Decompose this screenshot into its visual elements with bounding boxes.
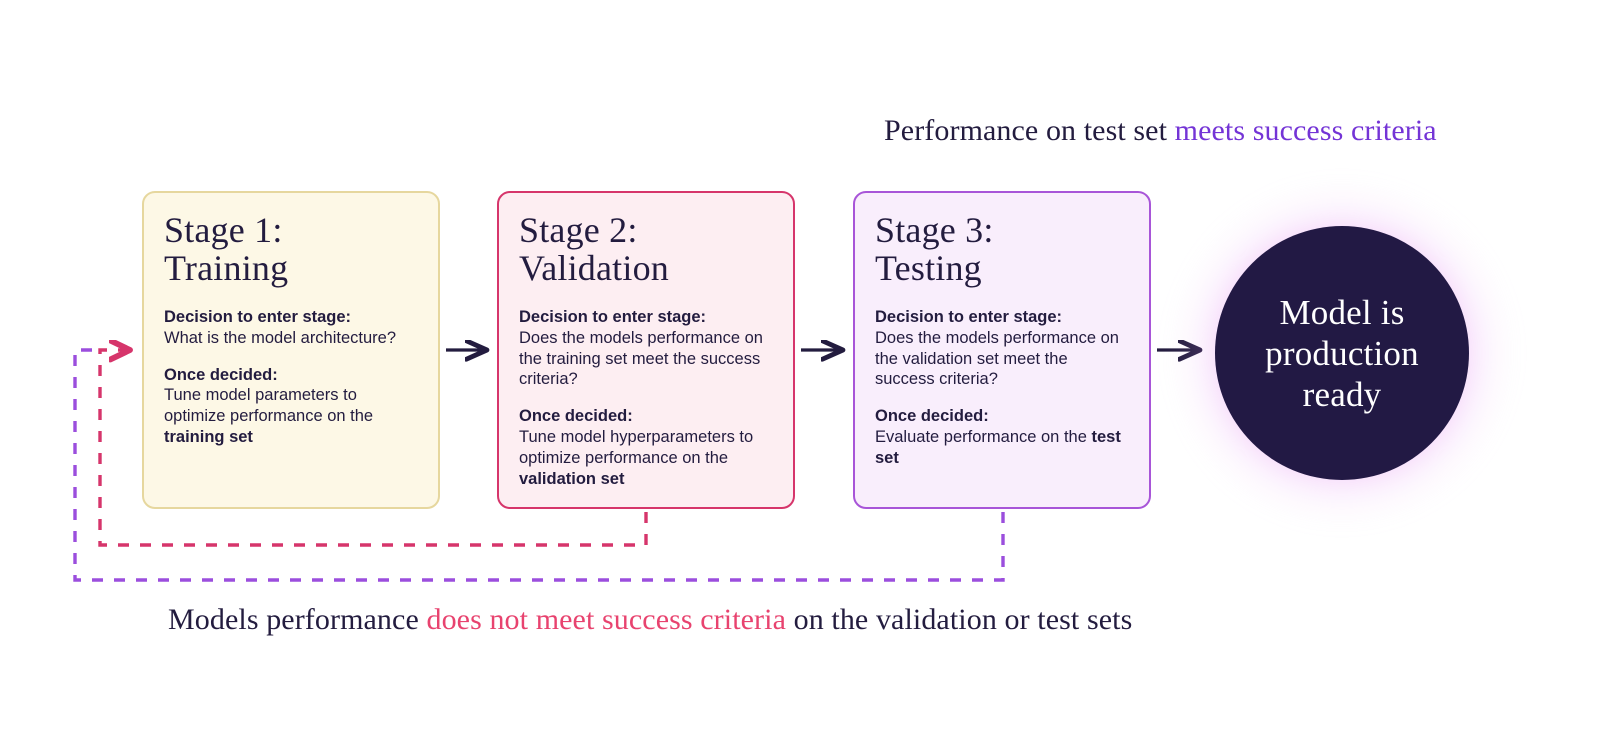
block-text: Tune model hyperparameters to optimize p… bbox=[519, 427, 754, 467]
stage-block-decision: Decision to enter stage: Does the models… bbox=[519, 307, 773, 390]
block-label: Once decided: bbox=[875, 407, 989, 426]
success-caption-plain: Performance on test set bbox=[884, 114, 1175, 147]
block-text: Does the models performance on the train… bbox=[519, 328, 763, 389]
success-caption-highlight: meets success criteria bbox=[1174, 114, 1437, 147]
stage-body: Decision to enter stage: Does the models… bbox=[875, 307, 1129, 469]
stage-block-decision: Decision to enter stage: What is the mod… bbox=[164, 307, 418, 349]
terminal-node-production-ready[interactable]: Model is production ready bbox=[1215, 226, 1469, 480]
stage-card-testing[interactable]: Stage 3: Testing Decision to enter stage… bbox=[853, 191, 1151, 509]
stage-block-decision: Decision to enter stage: Does the models… bbox=[875, 307, 1129, 390]
stage-body: Decision to enter stage: What is the mod… bbox=[164, 307, 418, 448]
failure-caption-highlight: does not meet success criteria bbox=[426, 603, 786, 636]
stage-title: Stage 3: Testing bbox=[875, 210, 994, 288]
stage-block-once-decided: Once decided: Tune model hyperparameters… bbox=[519, 406, 773, 489]
block-text: Evaluate performance on the bbox=[875, 427, 1092, 446]
failure-caption-tail: on the validation or test sets bbox=[786, 603, 1133, 636]
stage-title: Stage 1: Training bbox=[164, 210, 289, 288]
stage-title: Stage 2: Validation bbox=[519, 210, 669, 288]
block-label: Decision to enter stage: bbox=[164, 308, 352, 326]
block-strong: training set bbox=[164, 427, 253, 446]
block-strong: test set bbox=[875, 427, 1121, 467]
success-caption: Performance on test set meets success cr… bbox=[884, 111, 1437, 151]
block-label: Decision to enter stage: bbox=[875, 308, 1063, 326]
stage-card-training[interactable]: Stage 1: Training Decision to enter stag… bbox=[142, 191, 440, 509]
block-label: Once decided: bbox=[519, 407, 633, 426]
stage-block-once-decided: Once decided: Evaluate performance on th… bbox=[875, 406, 1129, 468]
block-label: Decision to enter stage: bbox=[519, 308, 707, 326]
failure-caption: Models performance does not meet success… bbox=[168, 600, 1132, 640]
block-text: What is the model architecture? bbox=[164, 328, 397, 347]
failure-caption-lead: Models performance bbox=[168, 603, 427, 636]
block-text: Does the models performance on the valid… bbox=[875, 328, 1119, 389]
block-text: Tune model parameters to optimize perfor… bbox=[164, 386, 374, 426]
block-label: Once decided: bbox=[164, 365, 278, 384]
block-strong: validation set bbox=[519, 469, 625, 488]
stage-block-once-decided: Once decided: Tune model parameters to o… bbox=[164, 365, 418, 448]
terminal-label: Model is production ready bbox=[1265, 292, 1419, 414]
stage-card-validation[interactable]: Stage 2: Validation Decision to enter st… bbox=[497, 191, 795, 509]
stage-body: Decision to enter stage: Does the models… bbox=[519, 307, 773, 489]
